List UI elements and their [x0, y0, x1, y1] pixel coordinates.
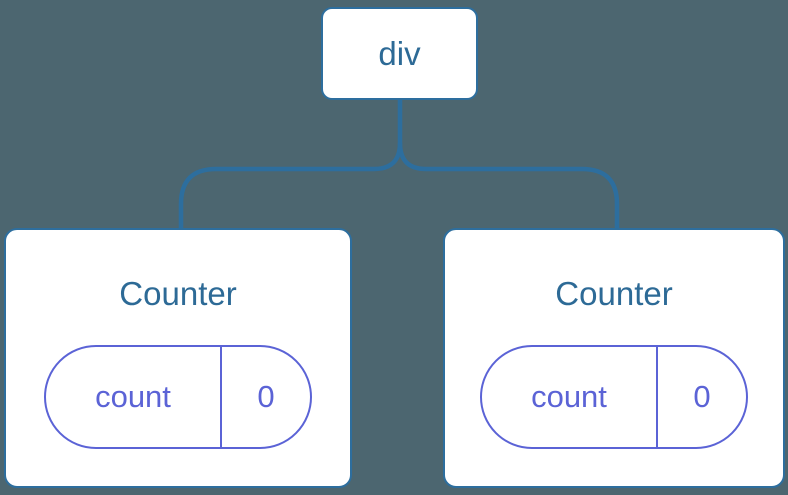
tree-node-counter-2: Counter count 0: [443, 228, 785, 488]
state-key-label: count: [95, 379, 171, 414]
state-key-label: count: [531, 379, 607, 414]
tree-node-div: div: [321, 7, 478, 100]
root-node-label: div: [378, 34, 421, 72]
state-pill: count 0: [480, 345, 748, 449]
component-name: Counter: [555, 275, 673, 312]
component-name: Counter: [119, 275, 237, 312]
state-value: 0: [656, 347, 746, 447]
connector-branch-right: [397, 142, 620, 230]
connector-branch-left: [178, 142, 403, 230]
state-value: 0: [220, 347, 310, 447]
tree-node-counter-1: Counter count 0: [4, 228, 352, 488]
state-pill: count 0: [44, 345, 312, 449]
